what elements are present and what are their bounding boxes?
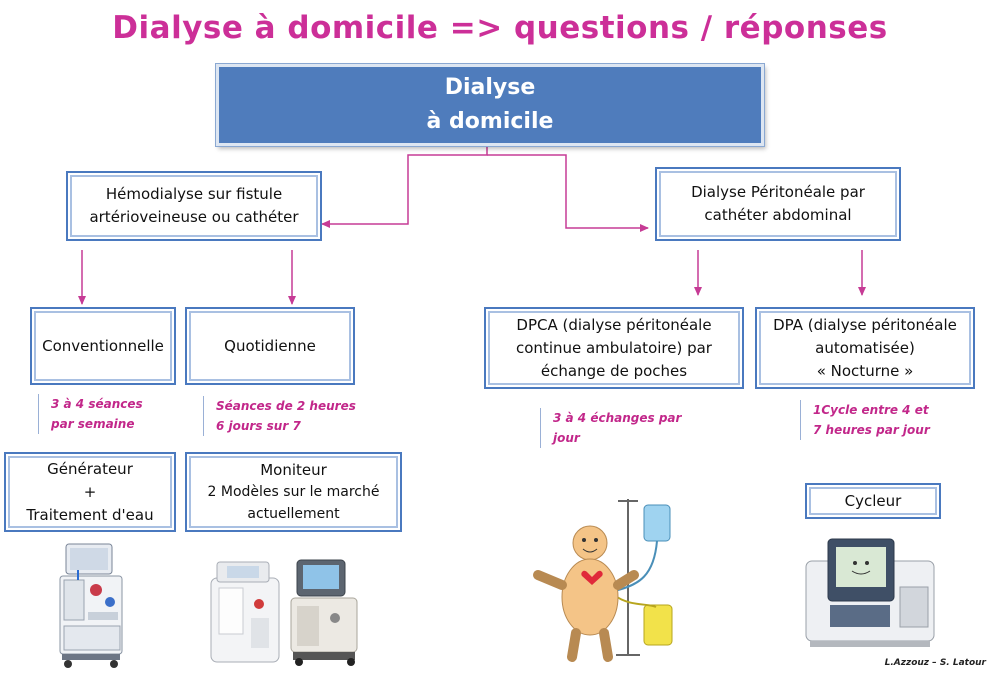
hemodialysis-node: Hémodialyse sur fistule artérioveineuse … <box>66 171 322 241</box>
generator-line1: Générateur <box>47 459 133 478</box>
credit-text: L.Azzouz – S. Latour <box>884 658 986 668</box>
generator-line3: Traitement d'eau <box>26 505 154 524</box>
dpa-label-line3: « Nocturne » <box>816 361 914 380</box>
root-line2: à domicile <box>426 109 554 134</box>
dpca-note: 3 à 4 échanges par jour <box>540 408 681 448</box>
note-line: par semaine <box>51 417 135 431</box>
hemodialysis-generator-image <box>59 543 123 668</box>
conventionnelle-note: 3 à 4 séances par semaine <box>38 394 143 434</box>
dpca-label-line1: DPCA (dialyse péritonéale <box>516 315 712 334</box>
dpca-patient-drawing-image <box>533 499 673 662</box>
quotidienne-node: Quotidienne <box>185 307 355 385</box>
quotidienne-label: Quotidienne <box>224 336 316 355</box>
peritoneal-line2: cathéter abdominal <box>704 206 852 224</box>
conventionnelle-node: Conventionnelle <box>30 307 176 385</box>
root-line1: Dialyse <box>444 75 536 100</box>
cycler-machine-image <box>805 538 935 647</box>
cycleur-node: Cycleur <box>805 483 941 519</box>
cycleur-label: Cycleur <box>844 491 902 510</box>
conventionnelle-label: Conventionnelle <box>42 336 164 355</box>
hemodialysis-line2: artérioveineuse ou cathéter <box>89 208 299 226</box>
note-line: 6 jours sur 7 <box>216 419 301 433</box>
root-node: Dialyse à domicile <box>216 64 764 146</box>
note-line: 7 heures par jour <box>813 423 930 437</box>
generator-node: Générateur + Traitement d'eau <box>4 452 176 532</box>
moniteur-line1: Moniteur <box>260 461 327 479</box>
dpca-node: DPCA (dialyse péritonéale continue ambul… <box>484 307 744 389</box>
peritoneal-line1: Dialyse Péritonéale par <box>691 183 865 201</box>
note-line: 3 à 4 séances <box>51 397 143 411</box>
page-title: Dialyse à domicile => questions / répons… <box>112 10 888 46</box>
arrow-root-to-hemodialysis <box>321 140 488 228</box>
dpa-label-line2: automatisée) <box>815 338 915 357</box>
dpca-label-line2: continue ambulatoire) par <box>516 338 712 357</box>
dpa-label-line1: DPA (dialyse péritonéale <box>773 315 957 334</box>
peritoneal-node: Dialyse Péritonéale par cathéter abdomin… <box>655 167 901 241</box>
generator-line2: + <box>83 482 97 501</box>
hemodialysis-line1: Hémodialyse sur fistule <box>105 185 283 203</box>
dpa-note: 1Cycle entre 4 et 7 heures par jour <box>800 400 930 440</box>
moniteur-node: Moniteur 2 Modèles sur le marché actuell… <box>185 452 402 532</box>
quotidienne-note: Séances de 2 heures 6 jours sur 7 <box>203 396 356 436</box>
note-line: Séances de 2 heures <box>216 399 356 413</box>
daily-monitors-image <box>210 559 358 666</box>
note-line: 3 à 4 échanges par <box>553 411 682 425</box>
moniteur-line3: actuellement <box>247 506 340 522</box>
moniteur-line2: 2 Modèles sur le marché <box>207 484 380 500</box>
arrow-root-to-peritoneal <box>487 154 649 232</box>
dpca-label-line3: échange de poches <box>540 361 688 380</box>
dpa-node: DPA (dialyse péritonéale automatisée) « … <box>755 307 975 389</box>
note-line: jour <box>553 431 580 445</box>
note-line: 1Cycle entre 4 et <box>813 403 929 417</box>
